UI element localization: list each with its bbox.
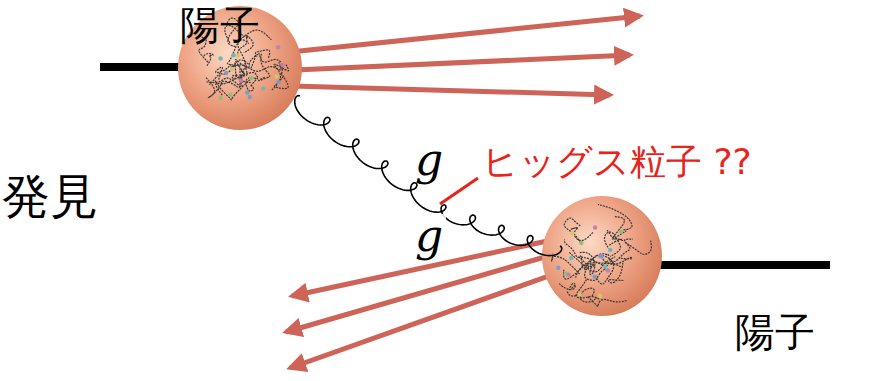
quark-dot bbox=[566, 272, 570, 276]
quark-dot bbox=[579, 241, 583, 245]
quark-dot bbox=[606, 268, 610, 272]
quark-dot bbox=[276, 80, 280, 84]
gluon-scribble bbox=[625, 241, 651, 254]
jet-arrows bbox=[286, 16, 640, 368]
proton-sphere bbox=[178, 6, 302, 130]
quark-dot bbox=[280, 63, 284, 67]
quark-dot bbox=[619, 230, 623, 234]
particle-label: 陽子 bbox=[180, 5, 260, 45]
quark-dot bbox=[236, 53, 240, 57]
gluon-scribble bbox=[232, 63, 243, 84]
beam-line bbox=[655, 261, 830, 269]
gluon-scribble bbox=[206, 78, 222, 98]
gluon-scribble bbox=[571, 228, 593, 241]
quark-dot bbox=[239, 78, 243, 82]
gluon-scribble bbox=[576, 280, 599, 300]
gluon-scribble bbox=[272, 64, 289, 90]
gluon-scribble bbox=[235, 60, 245, 74]
jet-arrow bbox=[290, 272, 560, 368]
gluon-coil bbox=[441, 205, 562, 256]
gluon-scribble bbox=[219, 60, 250, 80]
quark-dot bbox=[593, 275, 597, 279]
gluon-scribble bbox=[274, 73, 288, 88]
quark-dot bbox=[274, 74, 278, 78]
quark-dot bbox=[218, 56, 222, 60]
quark-dot bbox=[593, 225, 597, 229]
gluon-scribble bbox=[552, 254, 580, 274]
jet-arrow bbox=[290, 16, 640, 52]
gluon-scribble bbox=[203, 53, 213, 65]
gluon-scribble bbox=[609, 239, 633, 262]
quark-dot bbox=[608, 248, 612, 252]
gluon-scribble bbox=[564, 255, 597, 279]
gluon-scribble bbox=[259, 53, 283, 76]
quark-dot bbox=[249, 76, 253, 80]
gluon-scribble bbox=[596, 256, 614, 285]
particle-label: 陽子 bbox=[735, 312, 815, 352]
gluon-scribble bbox=[580, 288, 597, 302]
beam-line bbox=[100, 63, 185, 71]
gluon-scribble bbox=[222, 68, 240, 88]
proton-sphere bbox=[542, 196, 662, 316]
quark-dot bbox=[556, 266, 560, 270]
quark-dot bbox=[248, 95, 252, 99]
quark-dot bbox=[230, 67, 234, 71]
heading-fragment: 発見 bbox=[2, 172, 98, 220]
quark-dot bbox=[224, 71, 228, 75]
quark-dot bbox=[276, 45, 280, 49]
quark-dot bbox=[245, 90, 249, 94]
jet-arrow bbox=[295, 55, 630, 70]
quark-dot bbox=[599, 254, 603, 258]
jet-arrow bbox=[292, 86, 610, 95]
quark-dot bbox=[577, 292, 581, 296]
quark-dot bbox=[570, 231, 574, 235]
quark-dot bbox=[218, 96, 222, 100]
higgs-label: ヒッグス粒子 ?? bbox=[482, 144, 752, 180]
gluon-scribble bbox=[564, 218, 581, 244]
gluon-scribble bbox=[609, 238, 623, 256]
quark-dot bbox=[228, 93, 232, 97]
gluon-symbol: g bbox=[412, 138, 446, 182]
gluon-symbol: g bbox=[412, 214, 446, 258]
gluon-scribble bbox=[588, 297, 627, 307]
quark-dot bbox=[231, 53, 235, 57]
gluon-coil bbox=[295, 96, 446, 213]
gluon-scribble bbox=[214, 80, 250, 100]
quark-dot bbox=[569, 256, 573, 260]
quark-dot bbox=[603, 264, 607, 268]
gluon-scribble bbox=[604, 230, 615, 248]
gluon-scribble bbox=[231, 62, 281, 71]
gluon-scribble bbox=[251, 50, 270, 68]
gluon-scribble bbox=[608, 261, 623, 283]
gluon-scribble bbox=[209, 64, 231, 85]
gluon-scribble bbox=[567, 291, 582, 296]
quark-dot bbox=[598, 294, 602, 298]
gluon-scribble bbox=[559, 283, 575, 289]
quark-dot bbox=[261, 86, 265, 90]
